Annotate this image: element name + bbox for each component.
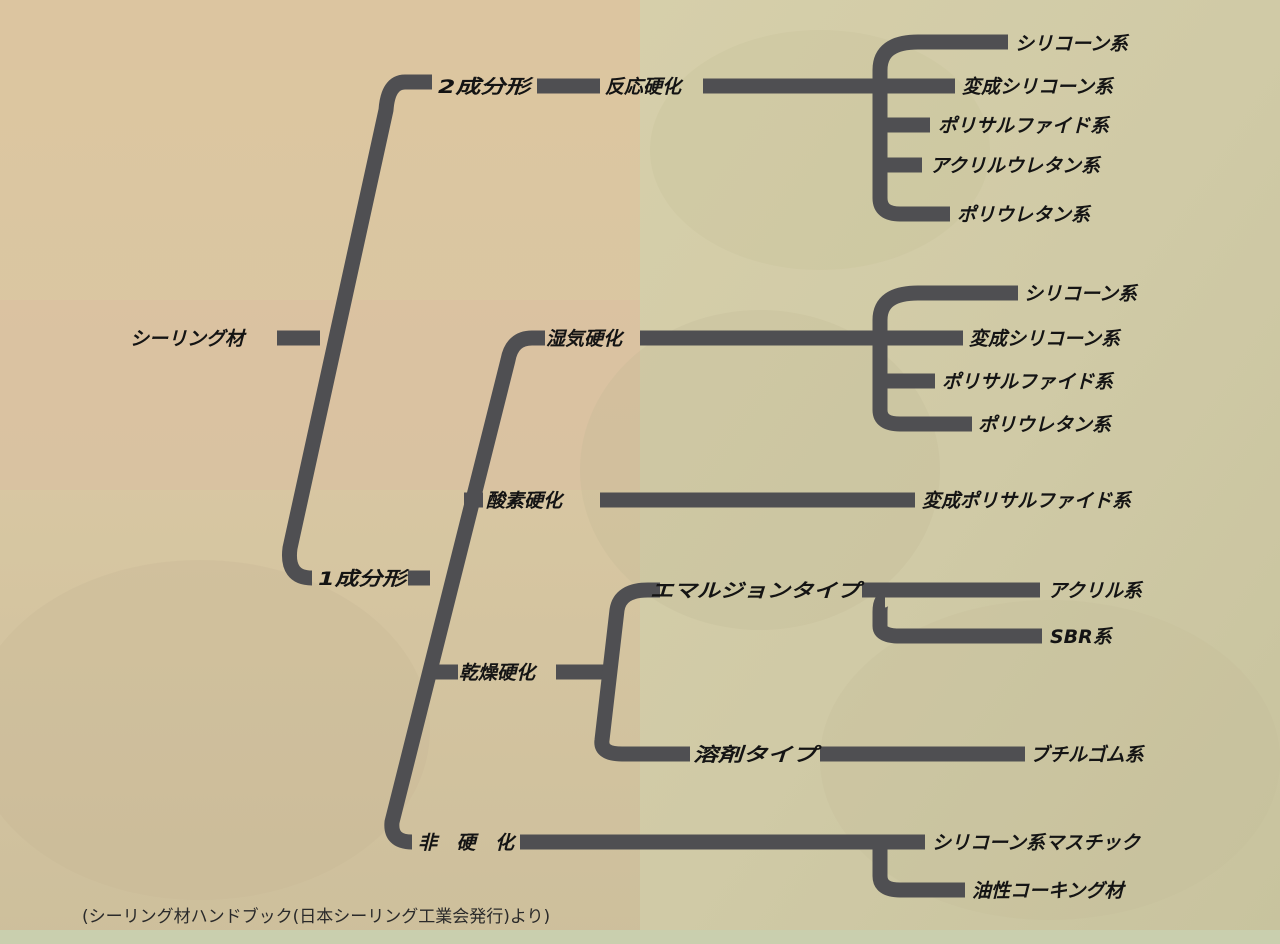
leaf-reaction-polysulfide: ポリサルファイド系 (938, 115, 1111, 137)
node-one-component: 1成分形 (318, 568, 410, 590)
leaf-oxygen-modified-polysulfide: 変成ポリサルファイド系 (922, 490, 1133, 512)
leaf-moisture-modified-silicone: 変成シリコーン系 (969, 328, 1122, 350)
node-emulsion-type: エマルジョンタイプ (650, 580, 865, 602)
leaf-non-curing-oil-caulk: 油性コーキング材 (972, 880, 1126, 902)
source-caption: (シーリング材ハンドブック(日本シーリング工業会発行)より) (82, 906, 550, 927)
leaf-solvent-butyl-rubber: ブチルゴム系 (1030, 744, 1146, 766)
leaf-moisture-polyurethane: ポリウレタン系 (978, 414, 1113, 436)
node-non-curing: 非硬化 (418, 832, 517, 854)
node-solvent-type: 溶剤タイプ (693, 744, 822, 766)
node-reaction-cure: 反応硬化 (605, 76, 684, 98)
node-oxygen-cure: 酸素硬化 (486, 490, 565, 512)
node-two-component: 2成分形 (438, 76, 534, 98)
leaf-reaction-polyurethane: ポリウレタン系 (957, 204, 1092, 226)
node-sealant-root: シーリング材 (130, 328, 247, 350)
leaf-reaction-modified-silicone: 変成シリコーン系 (962, 76, 1115, 98)
leaf-reaction-acrylic-urethane: アクリルウレタン系 (930, 155, 1102, 177)
leaf-reaction-silicone: シリコーン系 (1015, 33, 1130, 55)
leaf-emulsion-sbr: SBR系 (1050, 626, 1114, 648)
node-labels: シーリング材 2成分形 1成分形 反応硬化 湿気硬化 酸素硬化 乾燥硬化 非硬化… (130, 33, 1146, 902)
leaf-emulsion-acrylic: アクリル系 (1048, 580, 1144, 602)
node-moisture-cure: 湿気硬化 (546, 328, 625, 350)
leaf-non-curing-silicone-mastic: シリコーン系マスチック (932, 832, 1142, 854)
connector-lines (277, 34, 1042, 898)
leaf-moisture-silicone: シリコーン系 (1024, 283, 1139, 305)
node-drying-cure: 乾燥硬化 (459, 662, 538, 684)
leaf-moisture-polysulfide: ポリサルファイド系 (942, 371, 1115, 393)
